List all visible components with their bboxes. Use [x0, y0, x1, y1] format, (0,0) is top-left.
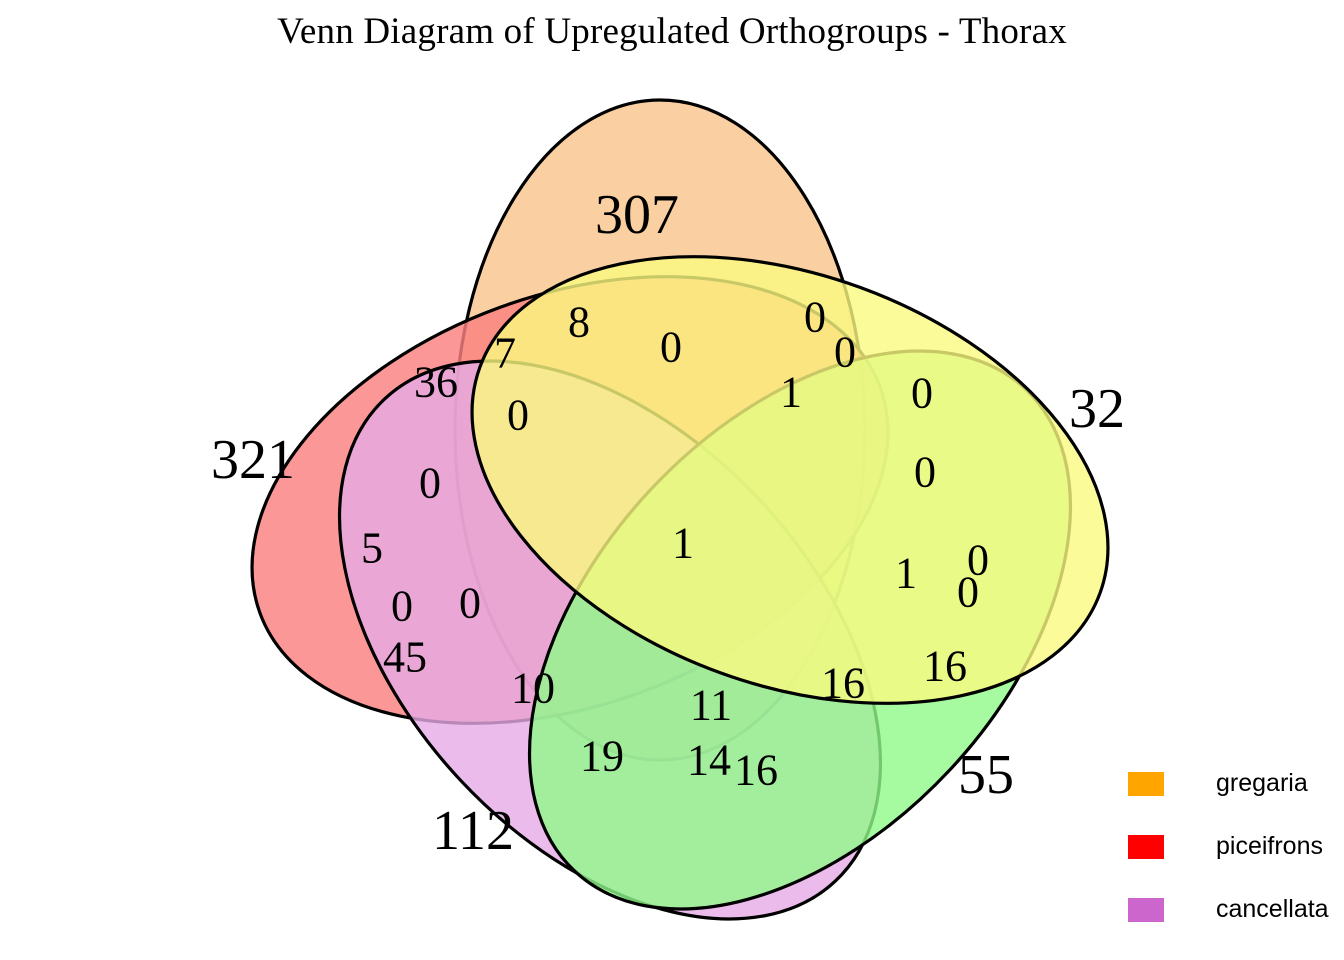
venn-count-r-14: 14: [687, 736, 731, 785]
venn-count-r-0d: 0: [911, 369, 933, 418]
legend-swatch-cancellata: [1128, 897, 1164, 922]
venn-count-r-7: 7: [494, 329, 516, 378]
venn-count-cubense-only: 32: [1069, 378, 1125, 440]
venn-count-r-0f: 0: [419, 459, 441, 508]
venn-count-r-0g: 0: [914, 448, 936, 497]
page-title: Venn Diagram of Upregulated Orthogroups …: [277, 11, 1067, 52]
legend-label-cancellata: cancellata: [1216, 895, 1329, 923]
venn-count-r-45: 45: [383, 633, 427, 682]
venn-count-r-1d: 1: [895, 549, 917, 598]
legend-label-gregaria: gregaria: [1216, 769, 1308, 797]
venn-ellipses: [250, 98, 1170, 921]
venn-count-r-0e: 0: [507, 391, 529, 440]
legend-item-cancellata[interactable]: cancellata: [1128, 878, 1344, 941]
venn-count-r-10: 10: [511, 664, 555, 713]
legend-item-piceifrons[interactable]: piceifrons: [1128, 815, 1344, 878]
venn-count-r-1a: 1: [780, 368, 802, 417]
venn-count-r-36: 36: [414, 358, 458, 407]
venn-count-r-0j: 0: [391, 582, 413, 631]
venn-count-americana-only: 55: [958, 744, 1014, 806]
venn-count-r-0b: 0: [804, 293, 826, 342]
legend-label-americana: americana: [1216, 958, 1333, 960]
venn-count-r-5: 5: [361, 524, 383, 573]
legend-item-americana[interactable]: americana: [1128, 941, 1344, 960]
venn-count-r-16a: 16: [821, 659, 865, 708]
legend-swatch-piceifrons: [1128, 834, 1164, 859]
venn-count-r-0i: 0: [957, 568, 979, 617]
venn-count-r-0h: 0: [967, 536, 989, 585]
venn-count-piceifrons-only: 321: [211, 429, 295, 491]
venn-count-r-11: 11: [690, 681, 732, 730]
legend-swatch-gregaria: [1128, 771, 1164, 796]
venn-count-r-0c: 0: [834, 328, 856, 377]
venn-count-cancellata-only: 112: [432, 800, 514, 862]
ellipse-cubense[interactable]: [410, 174, 1170, 785]
venn-count-r-0k: 0: [459, 579, 481, 628]
venn-count-r-19: 19: [580, 732, 624, 781]
venn-count-r-0a: 0: [660, 323, 682, 372]
legend-label-piceifrons: piceifrons: [1216, 832, 1323, 860]
venn-count-r-16b: 16: [923, 642, 967, 691]
venn-count-r-1c: 1: [672, 519, 694, 568]
venn-count-gregaria-only: 307: [595, 184, 679, 246]
legend-item-gregaria[interactable]: gregaria: [1128, 752, 1344, 815]
venn-count-r-16c: 16: [734, 746, 778, 795]
legend: gregariapiceifronscancellataamericanacub…: [1128, 752, 1344, 960]
venn-count-r-8: 8: [568, 298, 590, 347]
